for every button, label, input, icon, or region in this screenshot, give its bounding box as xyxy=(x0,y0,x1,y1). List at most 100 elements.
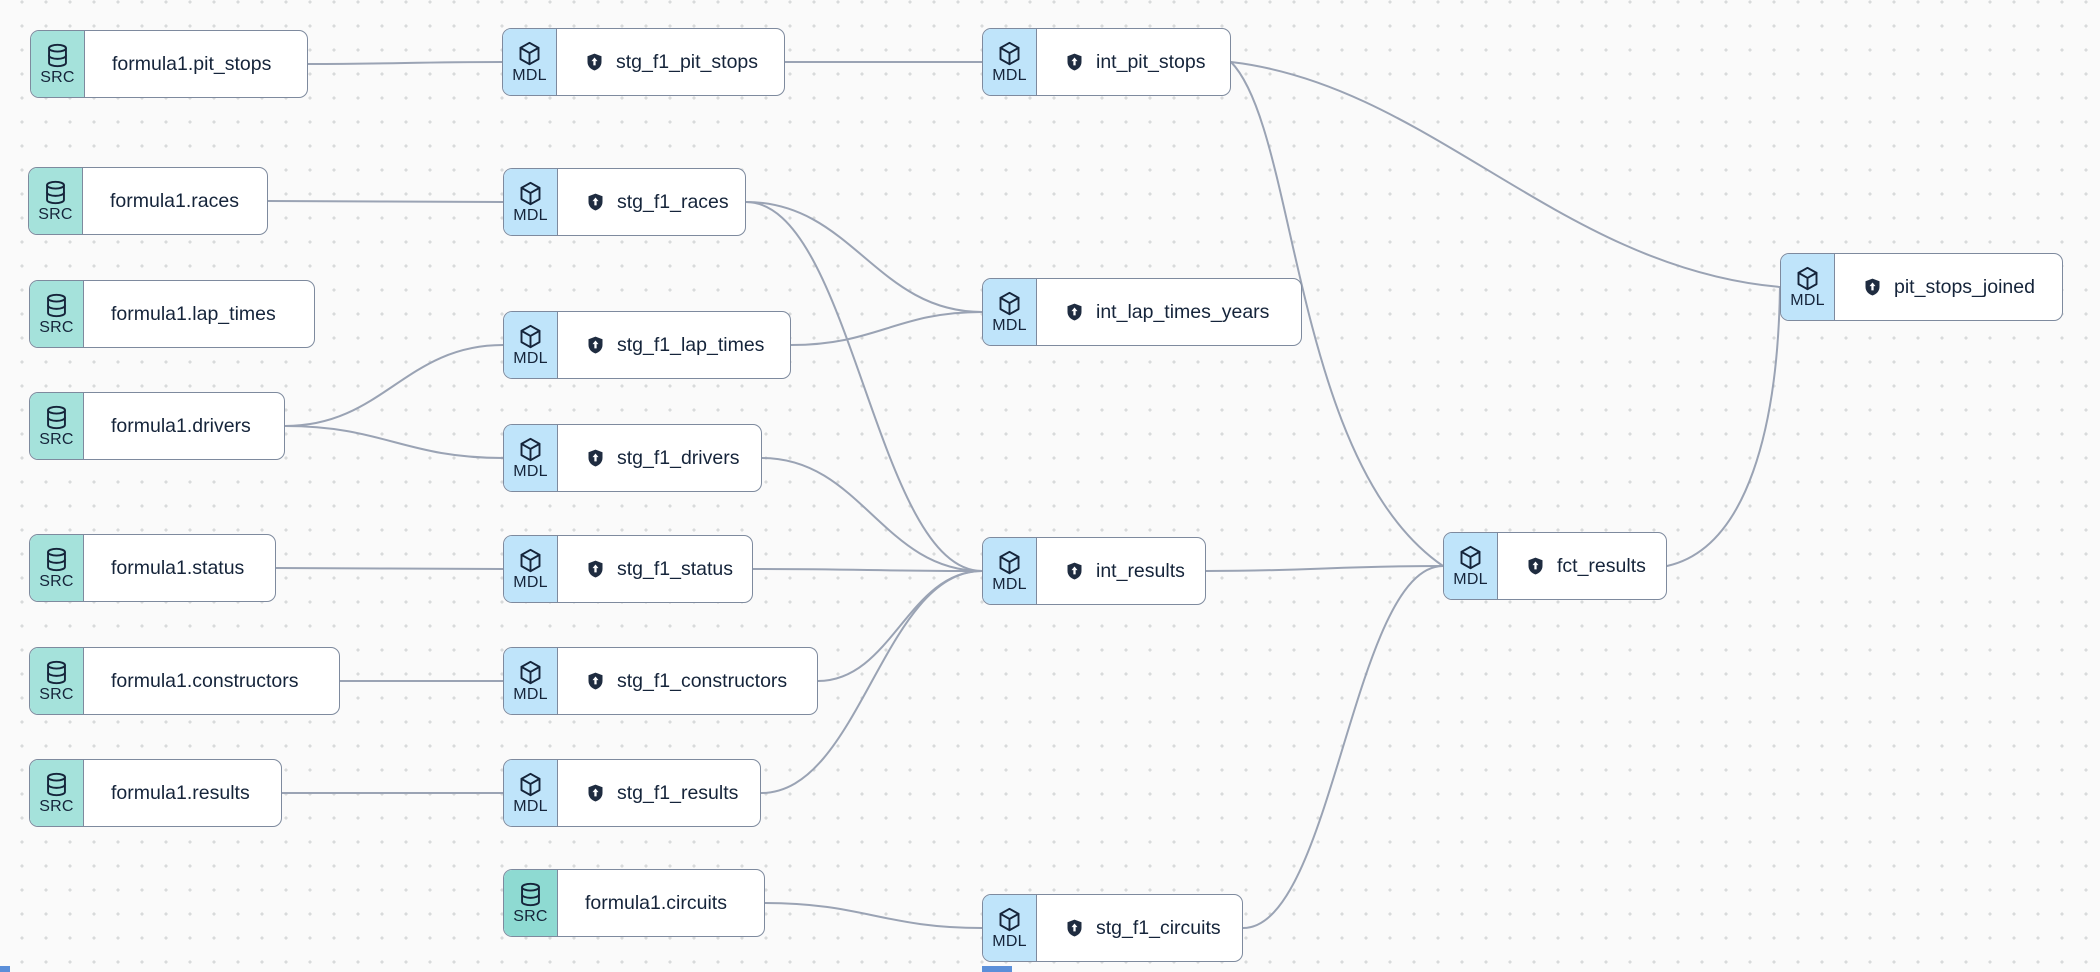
node-label: int_lap_times_years xyxy=(1096,300,1270,323)
cube-icon xyxy=(520,660,541,685)
node-label-area: int_lap_times_years xyxy=(1037,279,1293,345)
node-stg_f1_constructors[interactable]: MDL stg_f1_constructors xyxy=(503,647,818,715)
cube-icon xyxy=(520,437,541,462)
cube-icon xyxy=(1797,266,1818,291)
node-label: fct_results xyxy=(1557,554,1646,577)
node-stg_f1_results[interactable]: MDL stg_f1_results xyxy=(503,759,761,827)
cube-icon xyxy=(999,550,1020,575)
node-label-area: stg_f1_status xyxy=(558,536,752,602)
cube-icon xyxy=(519,41,540,66)
node-fct_results[interactable]: MDL fct_results xyxy=(1443,532,1667,600)
shield-contract-icon xyxy=(1067,303,1082,321)
edge-stg_f1_drivers-int_results xyxy=(761,457,983,572)
node-label: formula1.constructors xyxy=(111,669,299,692)
node-stg_f1_status[interactable]: MDL stg_f1_status xyxy=(503,535,753,603)
node-src_constructors[interactable]: SRC formula1.constructors xyxy=(29,647,340,715)
node-stg_f1_races[interactable]: MDL stg_f1_races xyxy=(503,168,746,236)
node-type-badge: SRC xyxy=(30,760,84,826)
shield-contract-icon xyxy=(588,560,603,578)
node-type-label: SRC xyxy=(513,908,548,925)
shield-contract-icon xyxy=(1528,557,1543,575)
edge-src_pit_stops-stg_f1_pit_stops xyxy=(307,61,503,65)
node-label: stg_f1_circuits xyxy=(1096,916,1221,939)
node-label: stg_f1_drivers xyxy=(617,446,740,469)
node-type-label: MDL xyxy=(513,463,548,480)
cube-icon xyxy=(520,324,541,349)
edge-int_results-fct_results xyxy=(1205,565,1444,572)
database-icon xyxy=(48,43,67,68)
edge-src_drivers-stg_f1_lap_times xyxy=(284,344,504,427)
node-type-badge: SRC xyxy=(29,168,83,234)
node-label: int_results xyxy=(1096,559,1185,582)
node-type-label: SRC xyxy=(39,573,74,590)
node-int_lap_times_years[interactable]: MDL int_lap_times_years xyxy=(982,278,1302,346)
node-label-area: int_pit_stops xyxy=(1037,29,1230,95)
node-label: stg_f1_races xyxy=(617,190,729,213)
database-icon xyxy=(47,660,66,685)
node-label: stg_f1_lap_times xyxy=(617,333,765,356)
node-label-area: formula1.results xyxy=(84,760,274,826)
node-type-badge: MDL xyxy=(983,538,1037,604)
node-src_results[interactable]: SRC formula1.results xyxy=(29,759,282,827)
node-label-area: formula1.drivers xyxy=(84,393,275,459)
edge-src_circuits-stg_f1_circuits xyxy=(764,902,983,929)
node-int_pit_stops[interactable]: MDL int_pit_stops xyxy=(982,28,1231,96)
node-type-badge: MDL xyxy=(504,536,558,602)
edge-stg_f1_lap_times-int_lap_times_years xyxy=(790,311,983,346)
node-type-badge: MDL xyxy=(983,29,1037,95)
database-icon xyxy=(46,180,65,205)
node-type-badge: MDL xyxy=(504,648,558,714)
database-icon xyxy=(521,882,540,907)
node-type-label: MDL xyxy=(1453,571,1488,588)
node-type-badge: MDL xyxy=(504,312,558,378)
node-type-badge: SRC xyxy=(31,31,85,97)
node-pit_stops_joined[interactable]: MDL pit_stops_joined xyxy=(1780,253,2063,321)
node-src_circuits[interactable]: SRC formula1.circuits xyxy=(503,869,765,937)
shield-contract-icon xyxy=(587,53,602,71)
node-label: formula1.status xyxy=(111,556,245,579)
node-type-label: SRC xyxy=(38,206,73,223)
node-type-badge: MDL xyxy=(983,279,1037,345)
node-label: formula1.results xyxy=(111,781,250,804)
edge-int_pit_stops-pit_stops_joined xyxy=(1230,61,1781,288)
node-label-area: fct_results xyxy=(1498,533,1666,599)
node-src_races[interactable]: SRC formula1.races xyxy=(28,167,268,235)
node-src_drivers[interactable]: SRC formula1.drivers xyxy=(29,392,285,460)
edge-src_races-stg_f1_races xyxy=(267,200,504,203)
database-icon xyxy=(47,405,66,430)
shield-contract-icon xyxy=(1067,53,1082,71)
node-label: formula1.circuits xyxy=(585,891,727,914)
node-stg_f1_lap_times[interactable]: MDL stg_f1_lap_times xyxy=(503,311,791,379)
node-label-area: formula1.lap_times xyxy=(84,281,300,347)
shield-contract-icon xyxy=(588,784,603,802)
node-type-label: MDL xyxy=(513,574,548,591)
edge-stg_f1_races-int_results xyxy=(745,201,983,572)
node-type-badge: MDL xyxy=(504,169,558,235)
cube-icon xyxy=(999,907,1020,932)
node-src_status[interactable]: SRC formula1.status xyxy=(29,534,276,602)
node-label-area: pit_stops_joined xyxy=(1835,254,2059,320)
edge-stg_f1_status-int_results xyxy=(752,568,983,572)
node-type-badge: SRC xyxy=(30,281,84,347)
node-type-label: MDL xyxy=(512,67,547,84)
edge-stg_f1_races-int_lap_times_years xyxy=(745,201,983,313)
node-src_pit_stops[interactable]: SRC formula1.pit_stops xyxy=(30,30,308,98)
node-stg_f1_drivers[interactable]: MDL stg_f1_drivers xyxy=(503,424,762,492)
node-type-badge: SRC xyxy=(30,393,84,459)
node-type-label: SRC xyxy=(39,319,74,336)
node-label-area: formula1.races xyxy=(83,168,263,234)
cube-icon xyxy=(520,772,541,797)
node-label-area: formula1.constructors xyxy=(84,648,323,714)
node-type-badge: MDL xyxy=(1781,254,1835,320)
node-stg_f1_pit_stops[interactable]: MDL stg_f1_pit_stops xyxy=(502,28,785,96)
node-stg_f1_circuits[interactable]: MDL stg_f1_circuits xyxy=(982,894,1243,962)
shield-contract-icon xyxy=(588,193,603,211)
node-label: formula1.pit_stops xyxy=(112,52,272,75)
node-int_results[interactable]: MDL int_results xyxy=(982,537,1206,605)
node-src_lap_times[interactable]: SRC formula1.lap_times xyxy=(29,280,315,348)
node-type-label: MDL xyxy=(992,576,1027,593)
shield-contract-icon xyxy=(588,336,603,354)
edge-stg_f1_constructors-int_results xyxy=(817,570,983,682)
